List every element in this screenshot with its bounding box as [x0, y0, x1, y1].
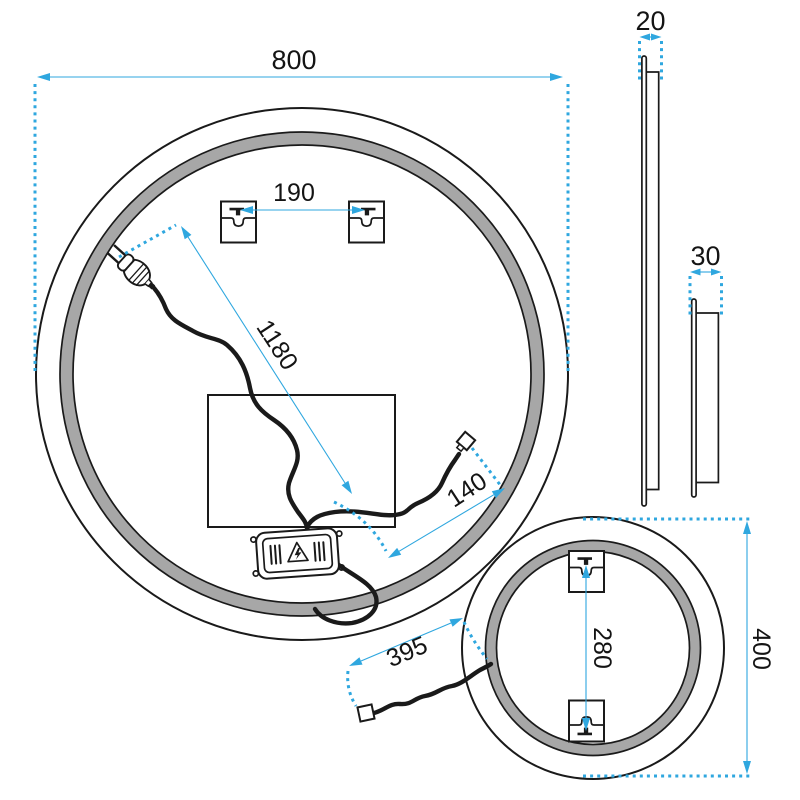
label-bars-right	[313, 541, 326, 562]
warning-triangle	[287, 541, 309, 563]
dim-800: 800	[271, 45, 316, 75]
mirror-outer-edge	[35, 107, 569, 641]
dim-1180: 1180	[251, 315, 304, 375]
small-led-frame-band	[485, 540, 701, 756]
dim-190: 190	[273, 179, 315, 207]
label-bars-left	[269, 544, 282, 565]
small-connector	[356, 703, 376, 723]
power-plug	[106, 244, 156, 290]
lightning-icon	[294, 547, 302, 560]
dim-395: 395	[382, 631, 431, 673]
backplate	[207, 394, 396, 528]
side-view-small	[690, 298, 720, 498]
junction-box	[250, 527, 346, 580]
small-front-view	[356, 516, 725, 780]
small-mirror-outer-edge	[461, 516, 725, 780]
dim-20: 20	[635, 6, 665, 36]
power-cable	[151, 285, 310, 531]
led-frame-band	[60, 132, 544, 616]
dimensions: 800 190 1180 140 395 280	[33, 6, 775, 778]
dim-140: 140	[442, 467, 492, 513]
sensor-connector	[455, 430, 477, 453]
side-view-large	[641, 55, 660, 507]
dim-280: 280	[588, 627, 616, 669]
dim-400: 400	[747, 628, 775, 670]
sensor-cable	[304, 451, 462, 530]
small-cable	[371, 661, 494, 716]
front-view	[35, 107, 569, 641]
dim-30: 30	[690, 241, 720, 271]
